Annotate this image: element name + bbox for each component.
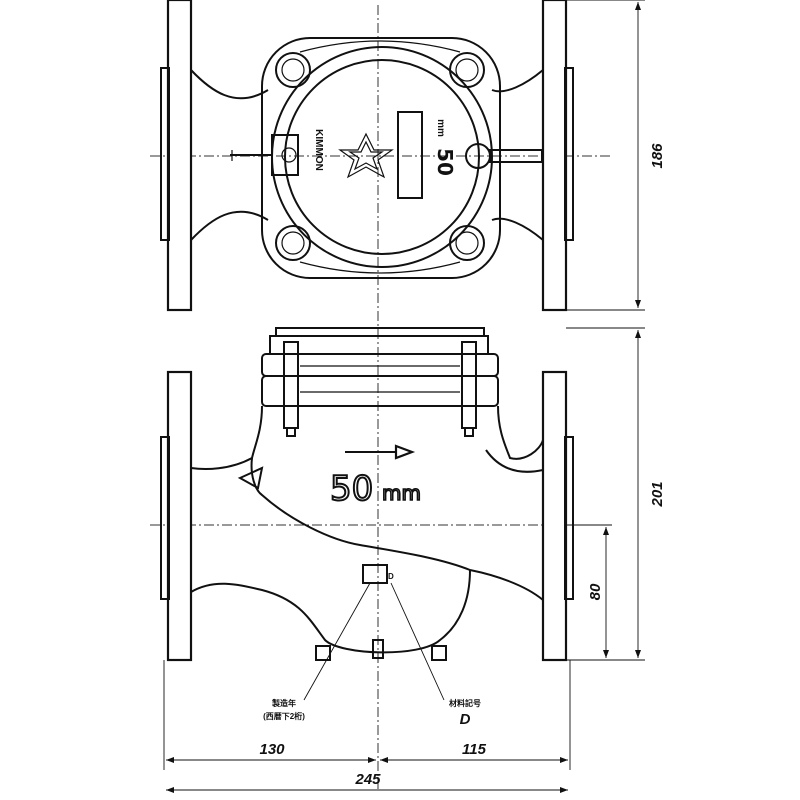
top-right-flange [541,0,568,312]
body-upper-right [497,405,544,460]
register-lid [275,327,485,337]
callout-right-leader [390,582,445,701]
top-right-neck-lower [491,217,544,241]
top-left-flange-face [160,67,170,241]
callout-right-line1: 材料記号 [449,698,481,708]
top-right-lug [465,143,543,169]
dial-size-text: 50 [433,148,457,176]
register-cap [269,335,489,355]
front-left-flange-face [160,436,170,600]
dim-right-length: 115 [462,741,487,758]
top-right-neck-upper [491,69,544,93]
bolt-bottom-left [275,225,311,261]
front-view: 50 mm D [160,327,574,701]
front-right-flange-face [564,436,574,600]
register-band-lower [261,375,499,407]
body-lug [237,466,264,490]
dial-window [397,111,423,199]
body-right-neck-upper [485,449,544,473]
dimension-lines [163,0,645,793]
top-body-rib-top [299,40,461,53]
bolt-top-left-inner [281,58,305,82]
body-unit-text: mm [382,481,421,505]
bolt-top-right [449,52,485,88]
lug-left-hole [281,147,297,163]
front-left-flange [166,370,193,662]
body-size-text: 50 [330,469,373,509]
body-material-mark: D [388,572,394,581]
body-right-neck-lower [469,569,544,601]
foot-center [372,639,384,659]
top-left-flange [166,0,193,312]
top-left-lug [230,134,299,176]
front-right-flange [541,370,568,662]
brand-text: KIMMON [313,129,324,171]
dial-unit-text: mm [435,119,446,137]
dim-top-height: 186 [649,143,666,169]
bolt-top-left [275,52,311,88]
callout-left-line1: 製造年 [271,698,296,708]
callout-right-value: D [460,711,471,728]
top-left-neck-upper [190,69,269,100]
foot-right [431,645,447,661]
bolt-bottom-right-inner [455,231,479,255]
register-bolt-left-end [286,427,296,437]
bolt-bottom-left-inner [281,231,305,255]
body-belly-lower [190,569,471,654]
bolt-top-right-inner [455,58,479,82]
callout-left-leader [303,582,371,701]
date-mark-box [362,564,388,584]
dim-total-length: 245 [354,771,381,788]
top-left-neck-lower [190,210,269,241]
star-logo-icon [338,132,394,179]
top-view: 50 mm KIMMON [160,0,574,312]
dial-ring-inner [284,59,480,255]
top-body-rib-bottom [299,261,461,274]
dim-left-length: 130 [259,741,285,758]
register-bolt-right-end [464,427,474,437]
flow-arrow-icon [345,444,416,460]
register-bolts [283,341,477,437]
lug-right-rod [489,149,543,163]
bolt-bottom-right [449,225,485,261]
dim-center-height: 80 [587,583,604,600]
dim-front-height: 201 [649,481,666,507]
top-right-flange-face [564,67,574,241]
callout-left-line2: (西暦下2桁) [263,711,305,721]
top-body-outer [261,37,501,279]
